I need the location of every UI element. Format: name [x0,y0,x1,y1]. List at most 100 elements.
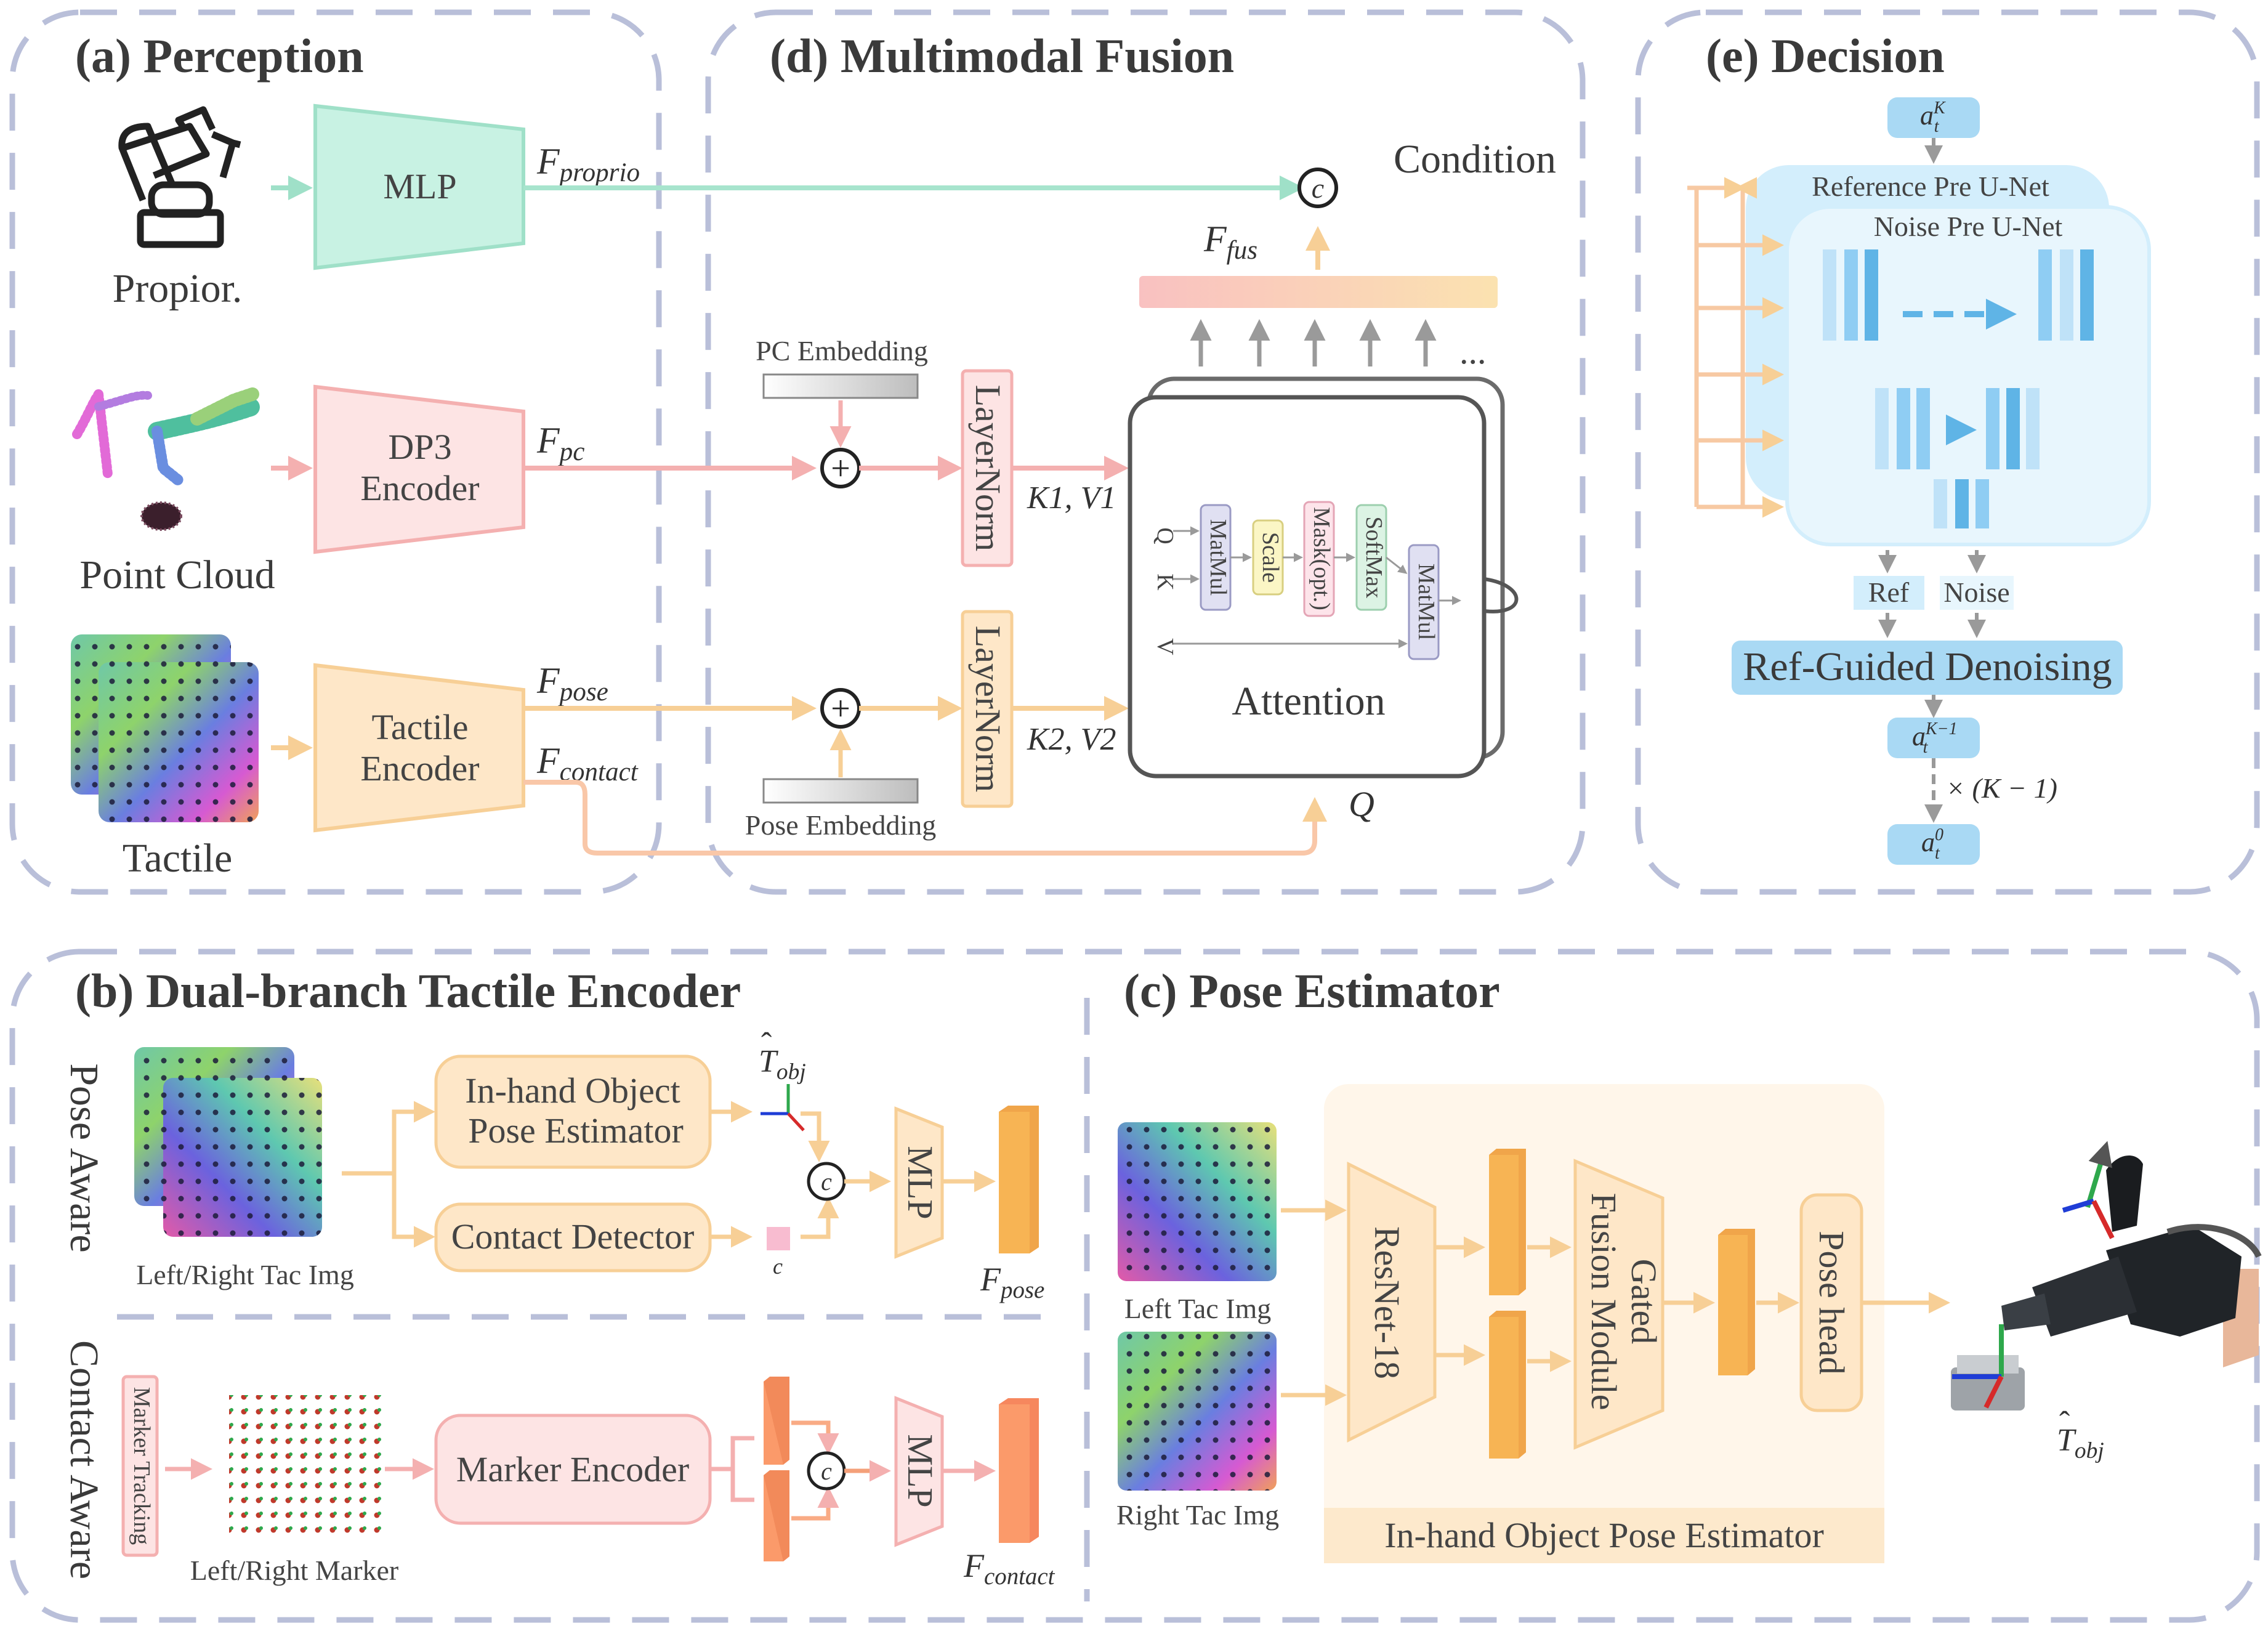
noise-box [1940,576,2014,610]
left-tac-image [1118,1122,1277,1281]
f-pose-feature-block [999,1106,1039,1253]
fused-feature-bar [1139,276,1498,308]
marker-encoder-label: Marker Encoder [456,1449,689,1489]
gated-label-2: Fusion Module [1584,1193,1624,1410]
contact-detector-label: Contact Detector [451,1216,695,1257]
t-obj-label-b: Tobj [759,1044,806,1085]
pc-plus-symbol: + [831,450,850,488]
tactile-encoder-block [313,663,525,833]
mlp-label: MLP [383,166,456,206]
noise-label: Noise [1943,577,2009,608]
dual-mlp-contact-label: MLP [900,1434,940,1507]
pose-axes-icon [761,1084,805,1131]
pose-head-label: Pose head [1812,1231,1852,1375]
ellipsis: ... [1459,331,1487,371]
f-contact-b-label: Fcontact [963,1547,1055,1590]
attn-block-mask [1303,501,1335,617]
t-obj-hat-c: ˆ [2059,1406,2070,1441]
bottom-panel [9,949,2260,1623]
marker-split-branches [730,1436,754,1502]
right-tac-label: Right Tac Img [1116,1499,1279,1531]
t-obj-label-c: Tobj [2057,1423,2104,1463]
f-contact-label: Fcontact [536,740,639,787]
pc-embedding-bar [762,373,919,399]
pc-embedding-label: PC Embedding [756,335,928,366]
arrow-mf2-concat [791,1486,839,1521]
svg-text:K: K [1152,573,1178,591]
mlp-block [313,103,525,270]
concat-symbol: c [1312,172,1324,204]
fusion-panel [705,9,1586,895]
dual-concat-symbol: c [821,1168,832,1196]
tactile-images [71,634,259,822]
dp3-label-2: Encoder [360,468,479,508]
svg-text:Mask(opt.): Mask(opt.) [1309,507,1334,610]
arrow-c-concat [801,1197,839,1239]
ref-guided-denoising-label: Ref-Guided Denoising [1743,644,2112,689]
contact-aware-label: Contact Aware [62,1340,107,1579]
ref-guided-denoising-box [1732,641,2123,695]
f-fus-label: Ffus [1203,219,1257,265]
pose-embedding-label: Pose Embedding [745,809,936,841]
contact-c-square [767,1227,790,1250]
left-tac-label: Left Tac Img [1124,1293,1272,1324]
unet-diagram [1823,249,2094,528]
inhand-estimator-footer [1324,1508,1884,1563]
svg-text:Scale: Scale [1257,532,1283,583]
condition-branches [1735,177,1757,507]
condition-arrows [1687,177,1784,518]
f-contact-feature-block [999,1398,1039,1543]
fusion-title: (d) Multimodal Fusion [770,29,1234,83]
dual-tactile-images [134,1047,322,1237]
f-pose-b-label: Fpose [980,1261,1044,1303]
pose-head-block [1799,1193,1863,1412]
tactile-encoder-label-1: Tactile [372,707,469,747]
svg-text:MatMul: MatMul [1413,564,1439,641]
attention-loop [1483,577,1519,613]
noise-unet-label: Noise Pre U-Net [1874,211,2063,242]
point-cloud-image [72,387,262,531]
inhand-label-1: In-hand Object [465,1070,680,1111]
dual-mlp-pose-label: MLP [900,1146,940,1219]
marker-tracking-label: Marker Tracking [129,1387,155,1545]
attention-output-arrows [1190,319,1437,366]
f-proprio-label: Fproprio [536,141,640,187]
ref-box [1854,576,1924,610]
reference-unet-label: Reference Pre U-Net [1812,171,2049,202]
perception-title: (a) Perception [75,29,364,83]
right-tac-image [1118,1332,1277,1491]
dual-mlp-pose [894,1106,944,1259]
lr-tac-img-label: Left/Right Tac Img [136,1259,354,1290]
decision-panel [1635,9,2260,895]
marker-tracking-box [121,1375,159,1557]
robot-arm-icon [118,106,241,248]
gated-label-1: Gated [1624,1259,1664,1345]
gated-fusion-block [1573,1159,1665,1450]
a-top-box [1887,97,1980,138]
dual-tactile-title: (b) Dual-branch Tactile Encoder [75,964,741,1018]
arrow-tobj-concat [801,1111,830,1162]
gated-output-block [1718,1229,1755,1375]
pose-estimator-title: (c) Pose Estimator [1124,964,1500,1018]
svg-text:Q: Q [1152,527,1178,544]
f-pc-label: Fpc [536,420,584,466]
attention-label: Attention [1232,679,1385,724]
point-cloud-label: Point Cloud [79,552,275,597]
tactile-encoder-label-2: Encoder [360,748,479,788]
ref-label: Ref [1868,577,1910,608]
svg-text:MatMul: MatMul [1205,519,1231,596]
marker-concat-symbol: c [821,1457,832,1485]
proprio-label: Propior. [113,266,243,311]
dp3-label-1: DP3 [388,427,451,467]
attn-block-matmul-2 [1408,544,1440,660]
decision-title: (e) Decision [1706,29,1945,83]
marker-image [229,1395,383,1534]
arrow-contact-to-q [523,780,1327,856]
inhand-estimator-panel-label: In-hand Object Pose Estimator [1384,1515,1824,1555]
marker-feature-blocks [764,1377,789,1561]
c-label: c [773,1254,783,1279]
svg-text:SoftMax: SoftMax [1361,517,1387,599]
pose-aware-label: Pose Aware [62,1063,107,1252]
condition-label: Condition [1394,137,1556,182]
